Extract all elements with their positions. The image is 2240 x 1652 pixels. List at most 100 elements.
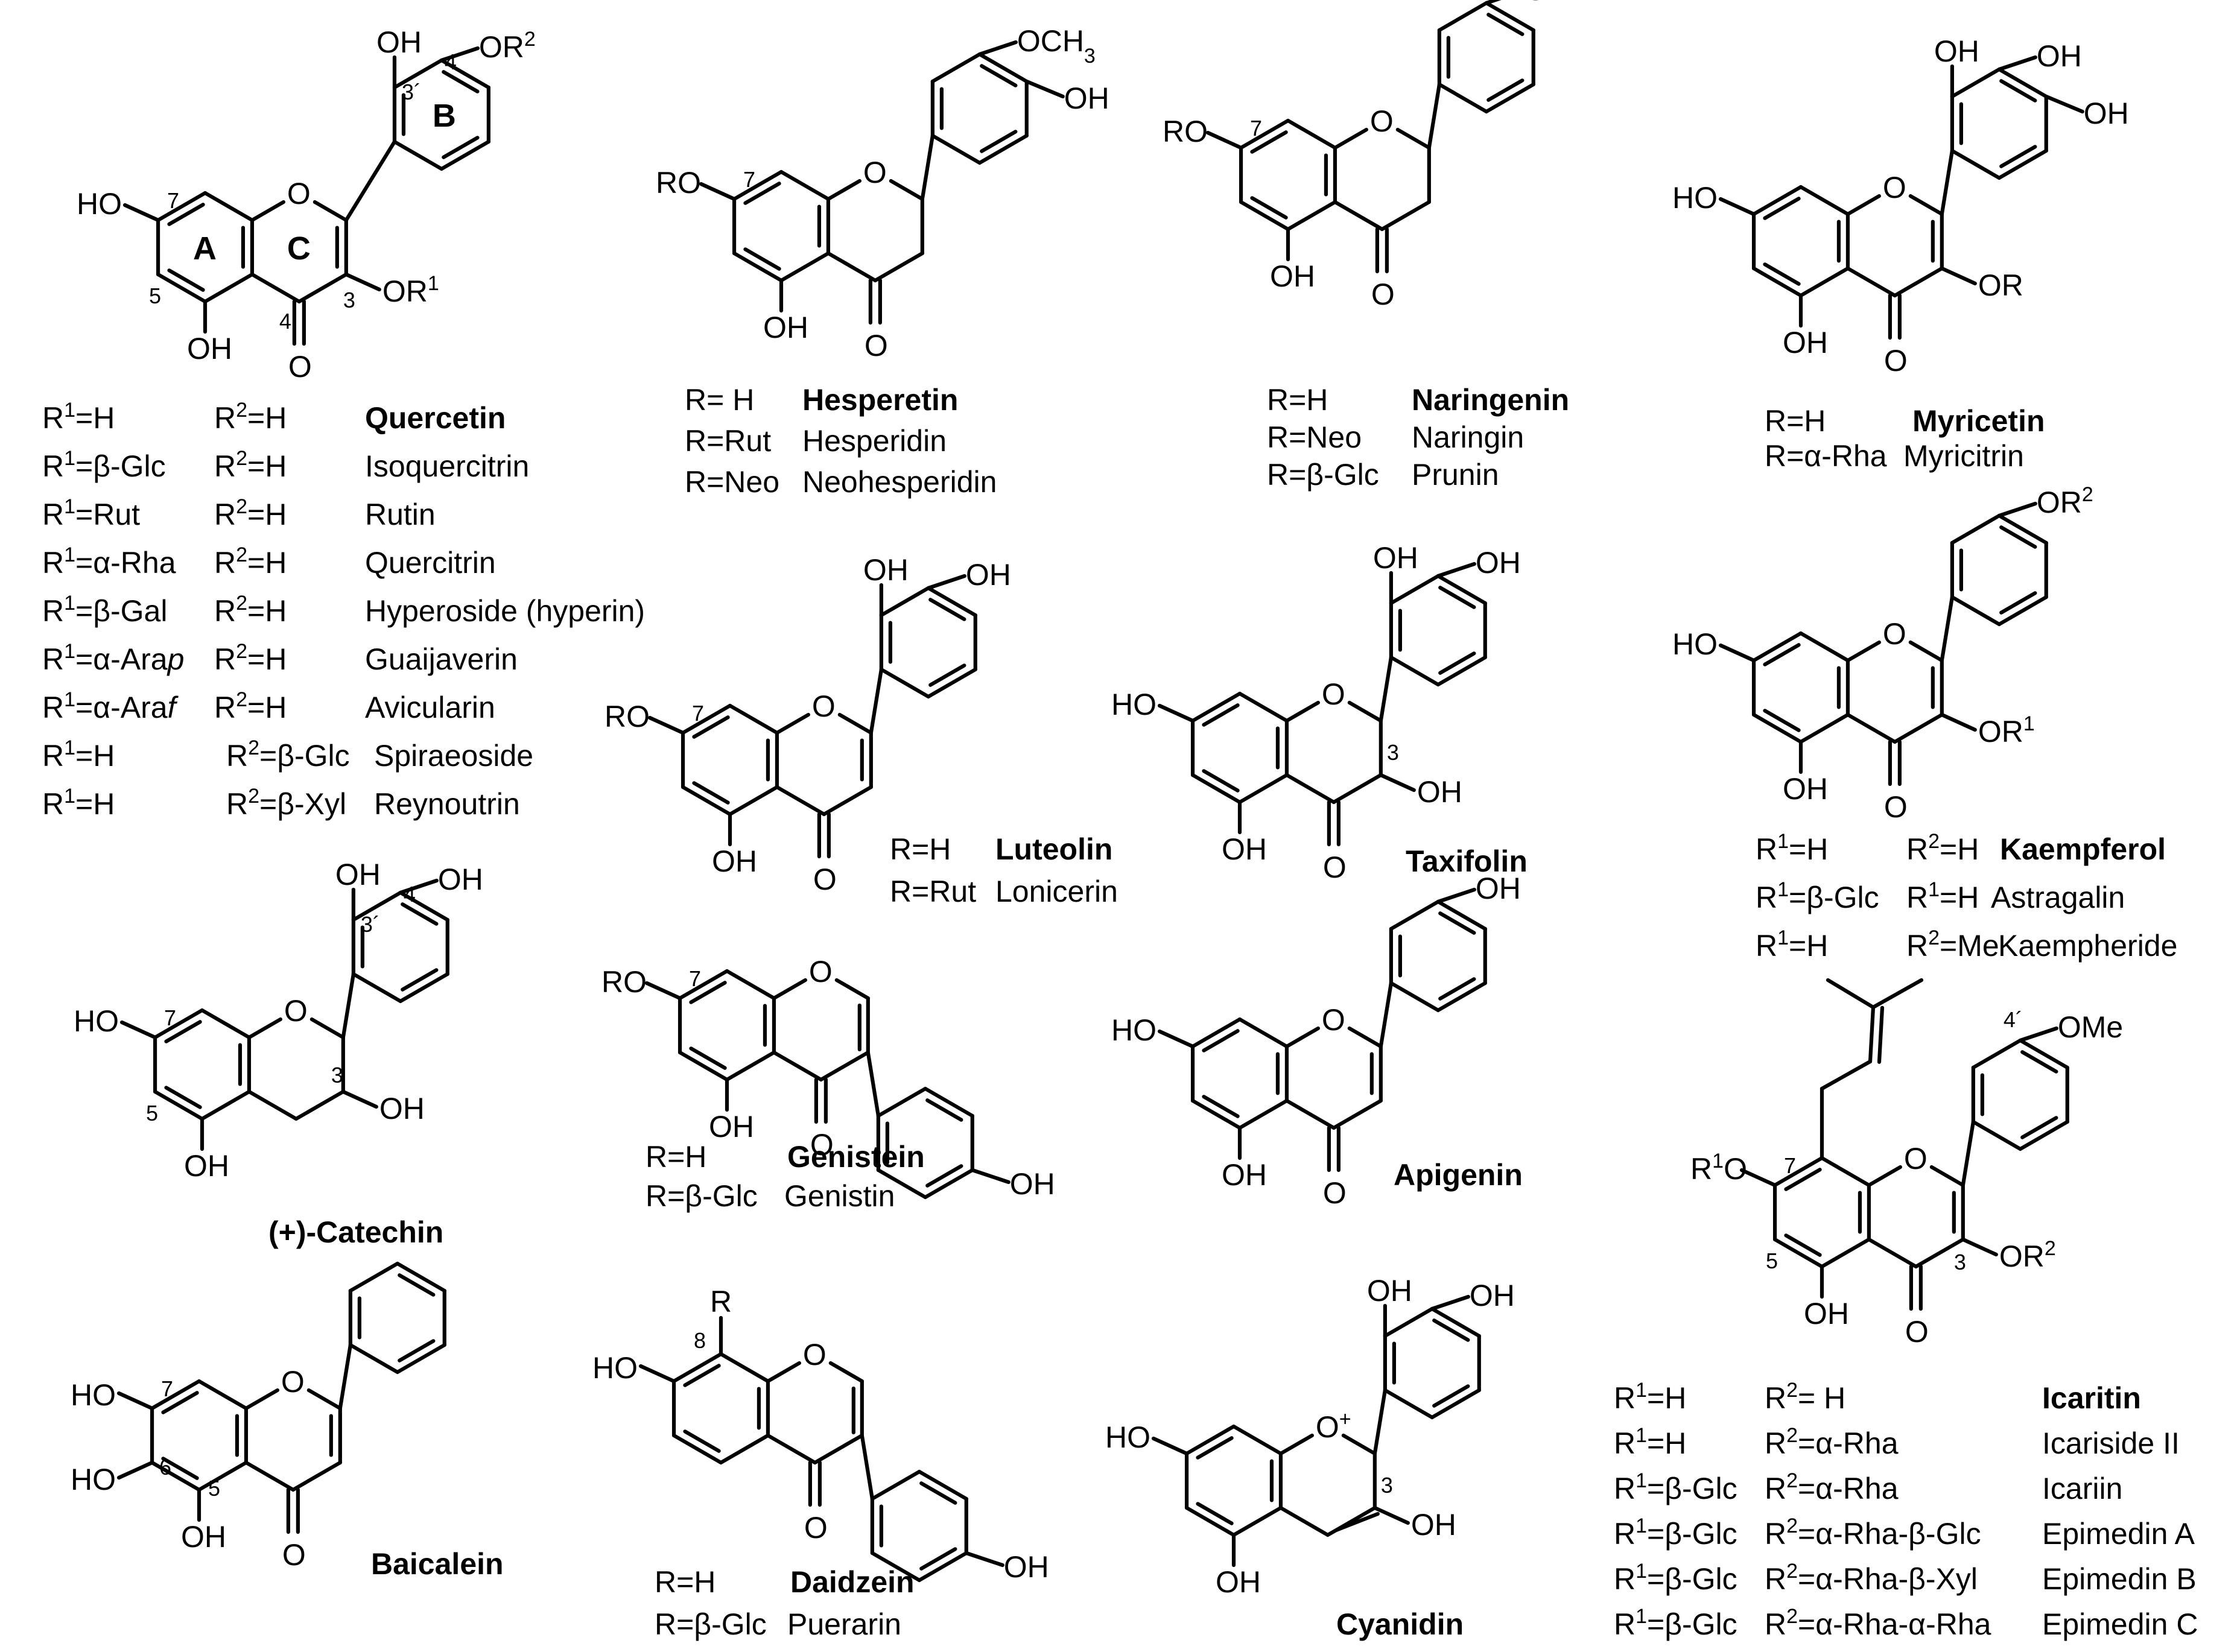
quercetin-r2-6: R2=H <box>214 688 287 724</box>
ring-bond <box>837 712 873 735</box>
bond <box>1427 82 1441 150</box>
o4-atom: O <box>813 862 837 896</box>
oh5-atom: OH <box>181 1520 226 1554</box>
bond <box>1205 130 1243 150</box>
double-bond <box>401 968 439 992</box>
bond <box>977 40 1018 57</box>
locant-5: 5 <box>146 1101 158 1125</box>
icaritin-r2-1: R2=α-Rha <box>1765 1424 1899 1460</box>
ring-bond <box>1893 712 1944 744</box>
double-bond <box>928 663 966 687</box>
ring-bond <box>250 200 286 223</box>
locant-7: 7 <box>689 966 701 991</box>
ho6-atom: HO <box>71 1463 116 1496</box>
ring-bond <box>247 1089 298 1121</box>
bond <box>203 191 255 223</box>
bond <box>926 667 977 699</box>
oh5-atom: OH <box>1216 1565 1261 1599</box>
naringenin-r-2: R=β-Glc <box>1267 458 1379 492</box>
quercetin-r2-3: R2=H <box>214 543 287 580</box>
bond <box>439 58 490 90</box>
bond <box>344 139 397 223</box>
double-bond <box>2020 1116 2058 1139</box>
bond <box>1940 712 1977 732</box>
double-bond <box>1784 1233 1822 1257</box>
ring-bond <box>250 272 301 304</box>
icaritin-name-4: Epimedin B <box>2042 1562 2197 1596</box>
bond <box>869 667 883 735</box>
ho7-atom: HO <box>1672 627 1718 661</box>
o1-atom: O <box>809 955 833 989</box>
oh4p-atom: OH <box>438 862 483 896</box>
oh3-atom: OH <box>379 1092 425 1125</box>
bond <box>1961 1237 1998 1257</box>
bond <box>1971 1038 2022 1070</box>
ring-bond <box>826 251 877 283</box>
quercetin-r1-2: R1=Rut <box>42 495 140 531</box>
bond <box>923 1168 974 1200</box>
ome-atom: OMe <box>2058 1010 2123 1044</box>
bond <box>398 972 449 1004</box>
locant-7: 7 <box>1784 1153 1796 1178</box>
bond <box>2018 1038 2069 1070</box>
icaritin-name-2: Icariin <box>2042 1472 2122 1505</box>
bond <box>1798 712 1850 744</box>
ring-bond <box>1395 127 1431 150</box>
quercetin-r2-5: R2=H <box>214 640 287 676</box>
bond <box>348 1261 399 1293</box>
kaempferol-r1-1: R1=β-Glc <box>1756 878 1879 914</box>
double-bond <box>164 1020 202 1043</box>
ring-bond <box>772 1050 823 1082</box>
ring-bond <box>766 1433 817 1465</box>
bond <box>977 133 1029 165</box>
quercetin-r1-6: R1=α-Araf <box>42 688 179 724</box>
ring-bond <box>247 1017 283 1040</box>
bond <box>1190 1017 1242 1049</box>
ring-bond <box>291 1460 342 1492</box>
bond <box>2018 1026 2058 1043</box>
bond <box>1997 55 2037 72</box>
bond <box>1798 266 1850 298</box>
bond <box>119 1020 157 1040</box>
bond <box>1940 595 1954 663</box>
oh5-atom: OH <box>1222 1158 1267 1192</box>
double-bond <box>442 136 480 159</box>
bond <box>866 1050 880 1118</box>
bond <box>1940 148 1954 217</box>
daidzein-name-0: Daidzein <box>790 1565 915 1599</box>
hesperetin-name-0: Hesperetin <box>802 383 958 417</box>
bond <box>917 1469 968 1501</box>
icaritin-r2-4: R2=α-Rha-β-Xyl <box>1765 1560 1978 1596</box>
o1-atom: O <box>1883 171 1906 204</box>
o1-atom: O <box>1322 677 1345 711</box>
bond <box>116 1460 154 1480</box>
double-bond <box>980 130 1018 153</box>
double-bond <box>1250 196 1288 220</box>
bond <box>699 182 737 201</box>
locant-7: 7 <box>161 1376 173 1401</box>
kaempferol-r1-0: R1=H <box>1756 830 1828 866</box>
bond <box>779 251 831 283</box>
ho7-atom: HO <box>1672 181 1718 215</box>
quercetin-name-1: Isoquercitrin <box>365 449 529 483</box>
bond <box>638 1364 676 1384</box>
double-bond <box>1250 130 1288 154</box>
o4-atom: O <box>1323 1176 1347 1210</box>
double-bond <box>919 1547 957 1571</box>
bond <box>1430 1388 1481 1420</box>
ring-bond <box>294 1089 345 1121</box>
naringenin-name-2: Prunin <box>1412 458 1499 492</box>
ring-bond <box>1845 194 1882 217</box>
icaritin-r1-4: R1=β-Glc <box>1614 1560 1737 1596</box>
ring-bond <box>822 785 873 817</box>
myricetin-name-0: Myricetin <box>1912 404 2045 438</box>
bond <box>1237 1017 1289 1049</box>
icaritin-name-1: Icariside II <box>2042 1426 2180 1460</box>
ring-bond <box>244 1460 295 1492</box>
locant-3p: 3´ <box>402 80 421 104</box>
